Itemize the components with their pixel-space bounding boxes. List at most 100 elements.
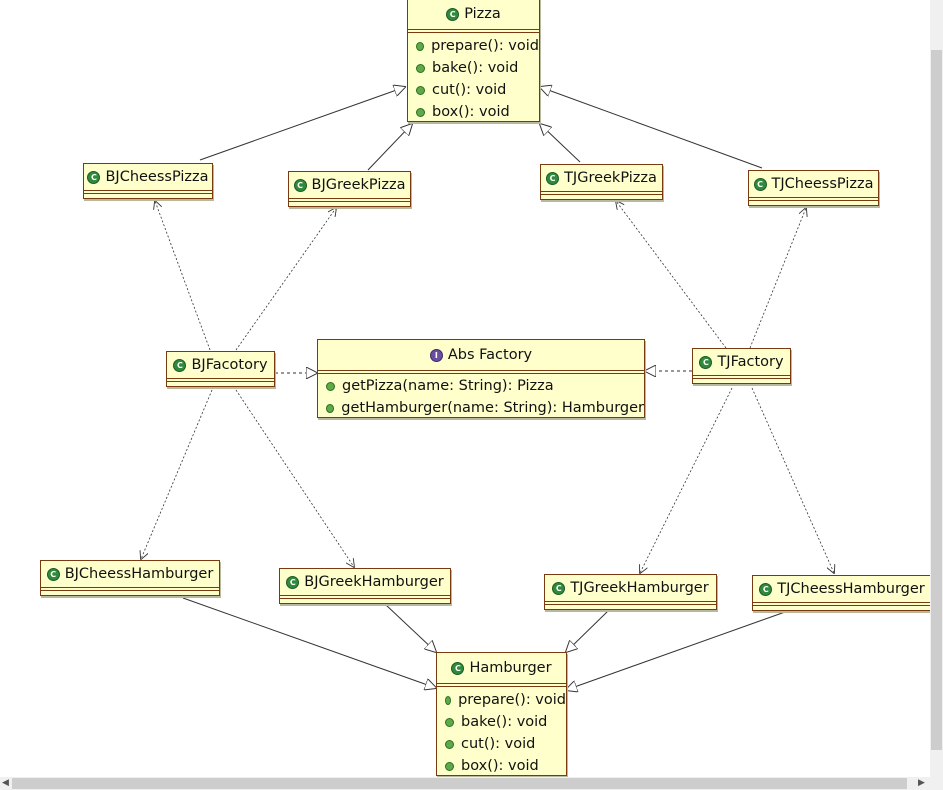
interface-divider [318, 370, 644, 374]
class-bjcheesspizza[interactable]: C BJCheessPizza [83, 163, 213, 199]
horizontal-scrollbar-thumb[interactable] [12, 778, 907, 789]
method-row[interactable]: getHamburger(name: String): Hamburger [318, 397, 644, 419]
interface-header: I Abs Factory [318, 340, 644, 370]
class-name: TJGreekPizza [564, 170, 657, 186]
class-bjfacotory[interactable]: C BJFacotory [166, 351, 275, 387]
class-pizza-methods: prepare(): void bake(): void cut(): void… [408, 33, 539, 125]
method-label: box(): void [461, 758, 539, 774]
class-divider [541, 191, 662, 195]
edge-bjgreekpizza-to-pizza [367, 124, 412, 171]
class-header: C TJGreekHamburger [545, 575, 716, 601]
class-icon: C [451, 661, 465, 675]
class-name: TJCheessPizza [771, 176, 874, 192]
method-row[interactable]: bake(): void [437, 711, 566, 733]
method-row[interactable]: cut(): void [437, 733, 566, 755]
class-header: C BJCheessHamburger [41, 561, 219, 587]
edge-bjgreekhamburger-to-hamburger [385, 604, 436, 652]
public-method-icon [416, 41, 425, 51]
class-bjgreekpizza[interactable]: C BJGreekPizza [288, 171, 411, 207]
class-tjfactory[interactable]: C TJFactory [692, 348, 791, 384]
class-name: BJGreekPizza [311, 177, 406, 193]
edge-tjcheesspizza-to-pizza [540, 87, 763, 169]
class-divider [84, 190, 212, 194]
relationship-edges [0, 0, 930, 777]
method-row[interactable]: getPizza(name: String): Pizza [318, 375, 644, 397]
class-name: BJCheessPizza [105, 169, 209, 185]
method-label: bake(): void [432, 60, 519, 76]
public-method-icon [416, 107, 425, 117]
class-name: TJCheessHamburger [777, 581, 925, 597]
class-tjgreekpizza[interactable]: C TJGreekPizza [540, 164, 663, 200]
method-row[interactable]: bake(): void [408, 57, 539, 79]
class-name: BJGreekHamburger [304, 574, 444, 590]
edge-tjgreekpizza-to-pizza [540, 124, 581, 163]
public-method-icon [445, 717, 454, 727]
class-header: C TJGreekPizza [541, 165, 662, 191]
interface-methods: getPizza(name: String): Pizza getHamburg… [318, 374, 644, 421]
class-hamburger-methods: prepare(): void bake(): void cut(): void… [437, 687, 566, 777]
method-label: getHamburger(name: String): Hamburger [341, 400, 644, 416]
method-row[interactable]: prepare(): void [408, 35, 539, 57]
edge-tjfactory-uses-tjgreekpizza [616, 201, 727, 349]
edge-tjcheesshamburger-to-hamburger [566, 611, 786, 690]
class-hamburger[interactable]: C Hamburger prepare(): void bake(): void… [436, 652, 567, 776]
public-method-icon [326, 403, 335, 413]
class-header: C BJGreekHamburger [280, 569, 450, 595]
method-row[interactable]: box(): void [437, 755, 566, 777]
class-icon: C [446, 7, 460, 21]
class-bjgreekhamburger[interactable]: C BJGreekHamburger [279, 568, 451, 604]
public-method-icon [416, 63, 425, 73]
edge-bjcheesspizza-to-pizza [199, 87, 405, 161]
class-tjcheesshamburger[interactable]: C TJCheessHamburger [752, 575, 930, 611]
class-hamburger-header: C Hamburger [437, 653, 566, 683]
class-icon: C [753, 177, 767, 191]
interface-absfactory[interactable]: I Abs Factory getPizza(name: String): Pi… [317, 339, 645, 418]
class-pizza-header: C Pizza [408, 0, 539, 29]
public-method-icon [445, 695, 452, 705]
class-divider [753, 602, 930, 606]
vertical-scrollbar-thumb[interactable] [931, 50, 942, 750]
public-method-icon [445, 739, 454, 749]
class-tjgreekhamburger[interactable]: C TJGreekHamburger [544, 574, 717, 610]
interface-icon: I [429, 348, 443, 362]
scroll-right-icon[interactable]: ▶ [918, 778, 925, 788]
method-row[interactable]: cut(): void [408, 79, 539, 101]
class-pizza-divider [408, 29, 539, 33]
class-bjcheesshamburger[interactable]: C BJCheessHamburger [40, 560, 220, 596]
class-header: C BJCheessPizza [84, 164, 212, 190]
class-header: C BJGreekPizza [289, 172, 410, 198]
method-label: cut(): void [432, 82, 507, 98]
edge-tjfactory-uses-tjgreekhamburger [640, 387, 733, 573]
method-label: box(): void [432, 104, 510, 120]
class-icon: C [552, 581, 566, 595]
class-name: TJFactory [717, 354, 784, 370]
scroll-left-icon[interactable]: ◀ [2, 778, 9, 788]
method-label: prepare(): void [458, 692, 566, 708]
class-icon: C [173, 358, 187, 372]
class-name: TJGreekHamburger [570, 580, 709, 596]
class-divider [693, 375, 790, 379]
class-divider [41, 587, 219, 591]
class-name: BJFacotory [191, 357, 268, 373]
class-pizza[interactable]: C Pizza prepare(): void bake(): void cut… [407, 0, 540, 122]
method-row[interactable]: prepare(): void [437, 689, 566, 711]
class-icon: C [699, 355, 713, 369]
class-icon: C [546, 171, 560, 185]
class-tjcheesspizza[interactable]: C TJCheessPizza [748, 170, 879, 206]
class-icon: C [286, 575, 300, 589]
vertical-scrollbar[interactable] [930, 0, 943, 777]
class-icon: C [759, 582, 773, 596]
class-divider [545, 601, 716, 605]
class-icon: C [46, 567, 60, 581]
horizontal-scrollbar[interactable]: ◀ ▶ [0, 777, 943, 790]
method-label: bake(): void [461, 714, 548, 730]
diagram-canvas: C Pizza prepare(): void bake(): void cut… [0, 0, 930, 777]
public-method-icon [445, 761, 454, 771]
edge-tjfactory-uses-tjcheesspizza [749, 208, 806, 349]
public-method-icon [326, 381, 335, 391]
method-row[interactable]: box(): void [408, 101, 539, 123]
method-label: prepare(): void [431, 38, 539, 54]
class-divider [167, 378, 274, 382]
edge-bjfacotory-uses-bjcheesshamburger [141, 389, 213, 559]
edge-tjfactory-uses-tjcheesshamburger [751, 387, 834, 573]
